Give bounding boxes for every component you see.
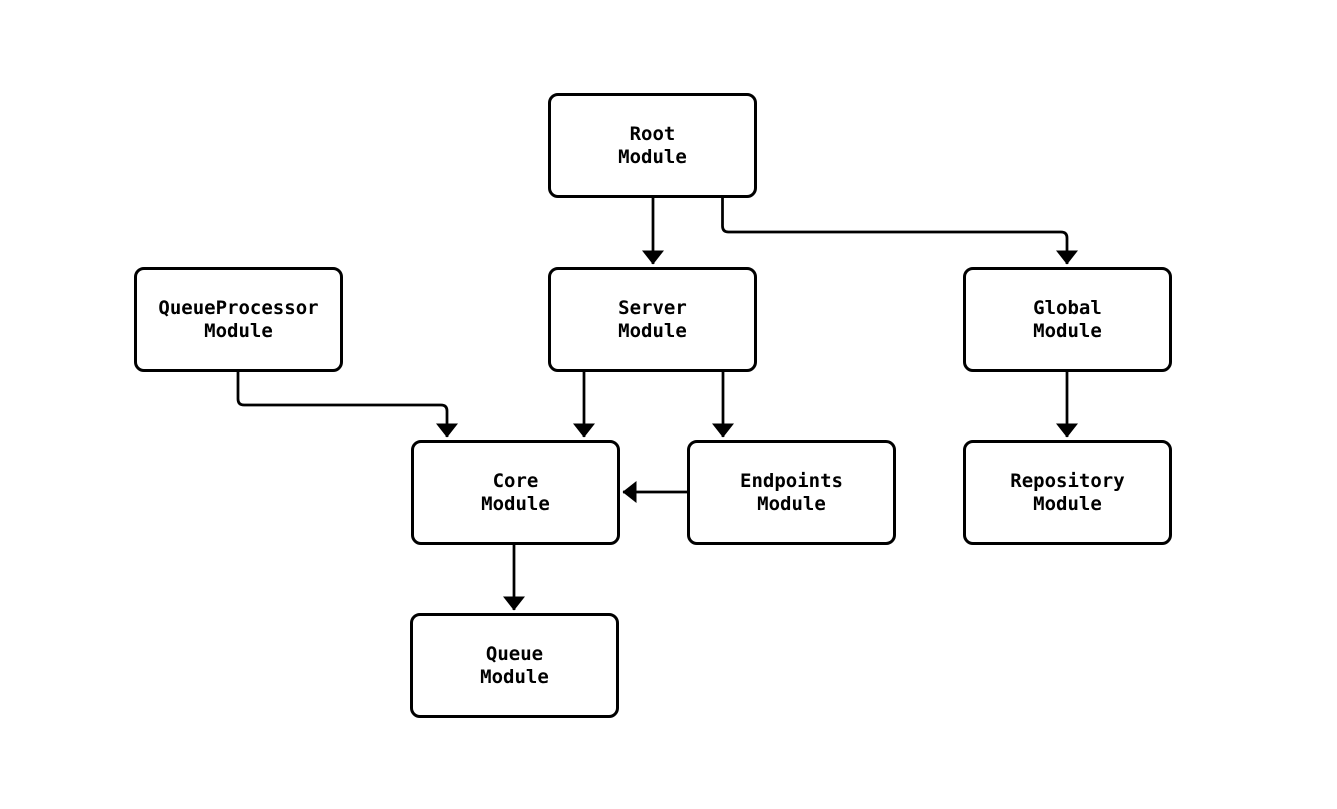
node-global-module: Global Module — [963, 267, 1172, 372]
node-server-module: Server Module — [548, 267, 757, 372]
node-endpoints-module: Endpoints Module — [687, 440, 896, 545]
node-label-line: Module — [618, 319, 687, 342]
node-label-line: Module — [757, 492, 826, 515]
node-label-line: Module — [480, 665, 549, 688]
edge-queueprocessor-to-core — [236, 372, 458, 438]
node-label-line: Module — [1033, 319, 1102, 342]
node-label-line: Root — [629, 122, 676, 145]
node-queue-module: Queue Module — [410, 613, 619, 718]
edge-root-to-global — [721, 198, 1078, 265]
node-label-line: Global — [1033, 296, 1102, 319]
node-label-line: QueueProcessor — [158, 296, 319, 319]
node-core-module: Core Module — [411, 440, 620, 545]
node-repository-module: Repository Module — [963, 440, 1172, 545]
node-root-module: Root Module — [548, 93, 757, 198]
node-label-line: Server — [618, 296, 687, 319]
node-label-line: Module — [204, 319, 273, 342]
node-label-line: Module — [618, 145, 687, 168]
node-queueprocessor-module: QueueProcessor Module — [134, 267, 343, 372]
node-label-line: Module — [1033, 492, 1102, 515]
node-label-line: Repository — [1010, 469, 1125, 492]
node-label-line: Queue — [485, 642, 544, 665]
node-label-line: Endpoints — [740, 469, 843, 492]
node-label-line: Core — [492, 469, 539, 492]
node-label-line: Module — [481, 492, 550, 515]
